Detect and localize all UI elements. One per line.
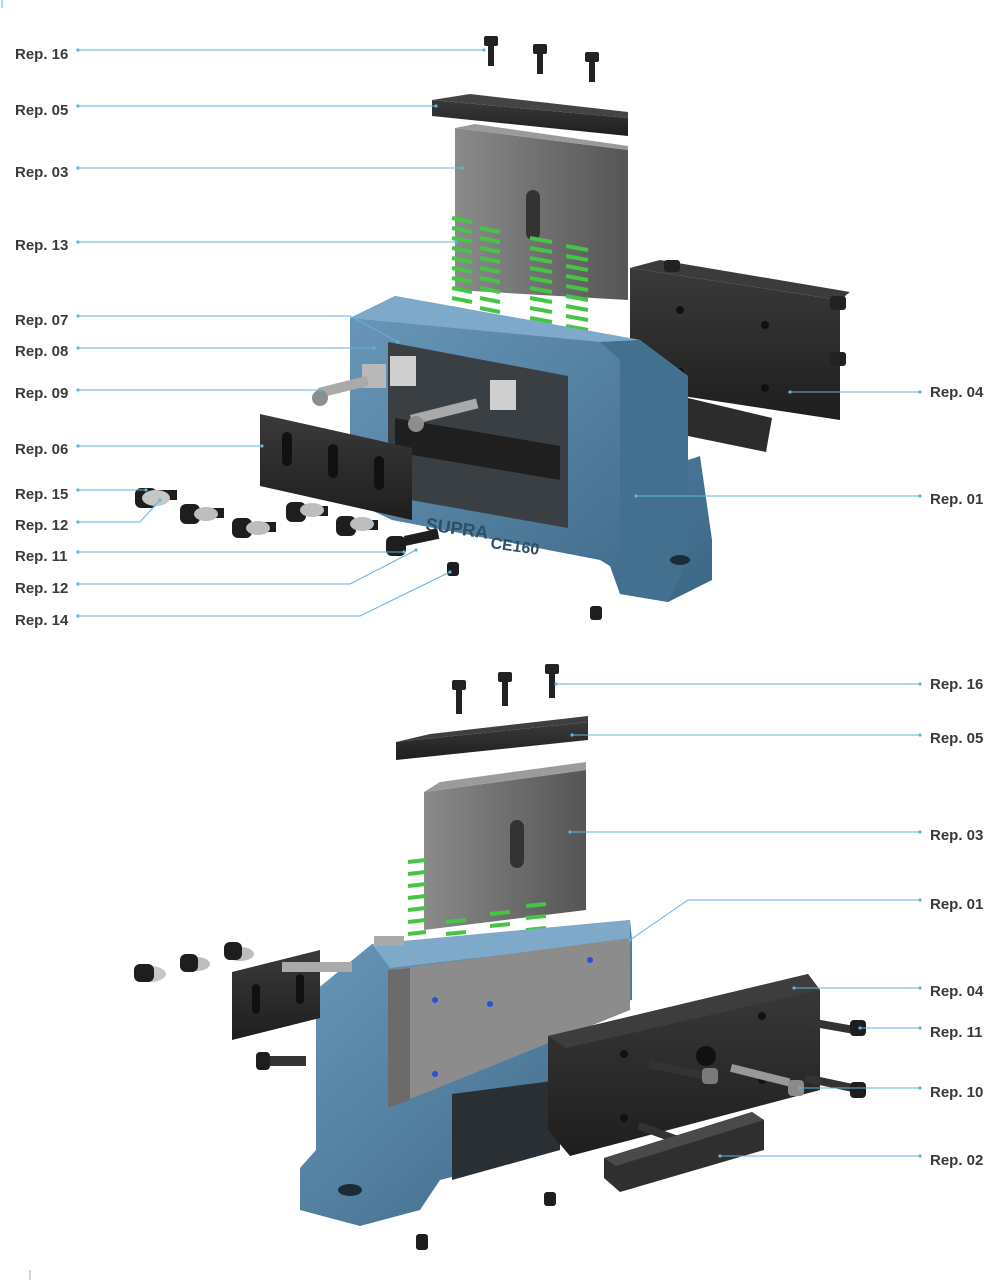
part-label: Rep. 16 xyxy=(15,46,68,63)
leader-dot xyxy=(144,488,148,492)
part-label: Rep. 03 xyxy=(15,164,68,181)
bottom-stripper-plate xyxy=(548,974,820,1156)
leader-dot xyxy=(414,548,418,552)
leader-line xyxy=(629,899,920,941)
leader-dot xyxy=(318,388,322,392)
leader-dot xyxy=(634,494,638,498)
part-label: Rep. 15 xyxy=(15,486,68,503)
leader-dot xyxy=(76,346,80,350)
part-label: Rep. 01 xyxy=(930,491,983,508)
leader-dot xyxy=(76,520,80,524)
punch-block xyxy=(455,128,628,300)
foot-screw-left xyxy=(447,562,459,576)
engraving-model: CE160 xyxy=(489,535,540,559)
part-label: Rep. 03 xyxy=(930,827,983,844)
bottom-side-plate xyxy=(232,950,320,1040)
leader-dot xyxy=(918,1026,922,1030)
bottom-labels: Rep. 16 Rep. 05 Rep. 03 Rep. 01 Rep. 04 Rep. … xyxy=(554,676,984,1169)
bottom-top-screws xyxy=(452,664,559,714)
green-springs xyxy=(451,216,589,352)
part-label: Rep. 06 xyxy=(15,441,68,458)
leader-dot xyxy=(918,494,922,498)
leader-dot xyxy=(76,488,80,492)
part-label: Rep. 10 xyxy=(930,1084,983,1101)
part-label: Rep. 07 xyxy=(15,312,68,329)
part-label: Rep. 09 xyxy=(15,385,68,402)
foot-screw-right xyxy=(590,606,602,620)
loose-screws-washers xyxy=(135,488,440,556)
part-label: Rep. 01 xyxy=(930,896,983,913)
leader-dot xyxy=(434,104,438,108)
leader-dot xyxy=(570,733,574,737)
part-label: Rep. 13 xyxy=(15,237,68,254)
bottom-punch-block xyxy=(424,770,586,930)
leader-dot xyxy=(918,1154,922,1158)
leader-dot xyxy=(918,733,922,737)
leader-dot xyxy=(792,986,796,990)
bottom-springs xyxy=(407,858,547,960)
leader-dot xyxy=(76,104,80,108)
part-label: Rep. 04 xyxy=(930,384,984,401)
leader-line xyxy=(78,499,161,523)
leader-line xyxy=(78,315,399,343)
bottom-left-screws xyxy=(134,936,404,1070)
leader-line xyxy=(78,571,451,617)
part-label: Rep. 14 xyxy=(15,612,69,629)
leader-dot xyxy=(858,1026,862,1030)
leader-dot xyxy=(372,346,376,350)
top-screws xyxy=(484,36,599,82)
leader-dot xyxy=(448,570,452,574)
top-assembly: SUPRA CE160 xyxy=(135,36,850,620)
leader-dot xyxy=(460,166,464,170)
leader-dot xyxy=(918,682,922,686)
leader-dot xyxy=(628,938,632,942)
leader-dot xyxy=(76,614,80,618)
leader-dot xyxy=(454,240,458,244)
leader-dot xyxy=(76,388,80,392)
adjust-bolts xyxy=(312,375,479,432)
leader-dot xyxy=(158,498,162,502)
leader-dot xyxy=(918,1086,922,1090)
leader-dot xyxy=(76,166,80,170)
leader-line xyxy=(78,549,417,585)
part-label: Rep. 12 xyxy=(15,580,68,597)
bottom-assembly xyxy=(134,664,866,1250)
leader-dot xyxy=(402,550,406,554)
bottom-foot-screw-2 xyxy=(416,1234,428,1250)
part-label: Rep. 12 xyxy=(15,517,68,534)
leader-dot xyxy=(788,390,792,394)
leader-dot xyxy=(554,682,558,686)
leader-dot xyxy=(918,830,922,834)
leader-dot xyxy=(918,986,922,990)
bottom-foot-screw-1 xyxy=(544,1192,556,1206)
leader-dot xyxy=(568,830,572,834)
bottom-clamp-plate xyxy=(396,722,588,760)
leader-dot xyxy=(718,1154,722,1158)
leader-dot xyxy=(918,898,922,902)
bottom-bolts xyxy=(637,1016,866,1151)
top-labels: Rep. 16 Rep. 05 Rep. 03 Rep. 13 Rep. 07 Rep. … xyxy=(15,46,984,629)
leader-dot xyxy=(482,48,486,52)
leader-dot xyxy=(76,550,80,554)
part-label: Rep. 04 xyxy=(930,983,984,1000)
part-label: Rep. 11 xyxy=(930,1024,983,1041)
part-label: Rep. 05 xyxy=(930,730,983,747)
part-label: Rep. 05 xyxy=(15,102,68,119)
leader-dot xyxy=(76,240,80,244)
leader-dot xyxy=(798,1086,802,1090)
leader-dot xyxy=(76,314,80,318)
part-label: Rep. 08 xyxy=(15,343,68,360)
top-clamp-plate xyxy=(432,100,628,136)
leader-dot xyxy=(76,48,80,52)
leader-dot xyxy=(76,582,80,586)
part-label: Rep. 11 xyxy=(15,548,68,565)
leader-dot xyxy=(918,390,922,394)
leader-dot xyxy=(396,340,400,344)
part-label: Rep. 16 xyxy=(930,676,983,693)
leader-dot xyxy=(260,444,264,448)
leader-dot xyxy=(76,444,80,448)
part-label: Rep. 02 xyxy=(930,1152,983,1169)
